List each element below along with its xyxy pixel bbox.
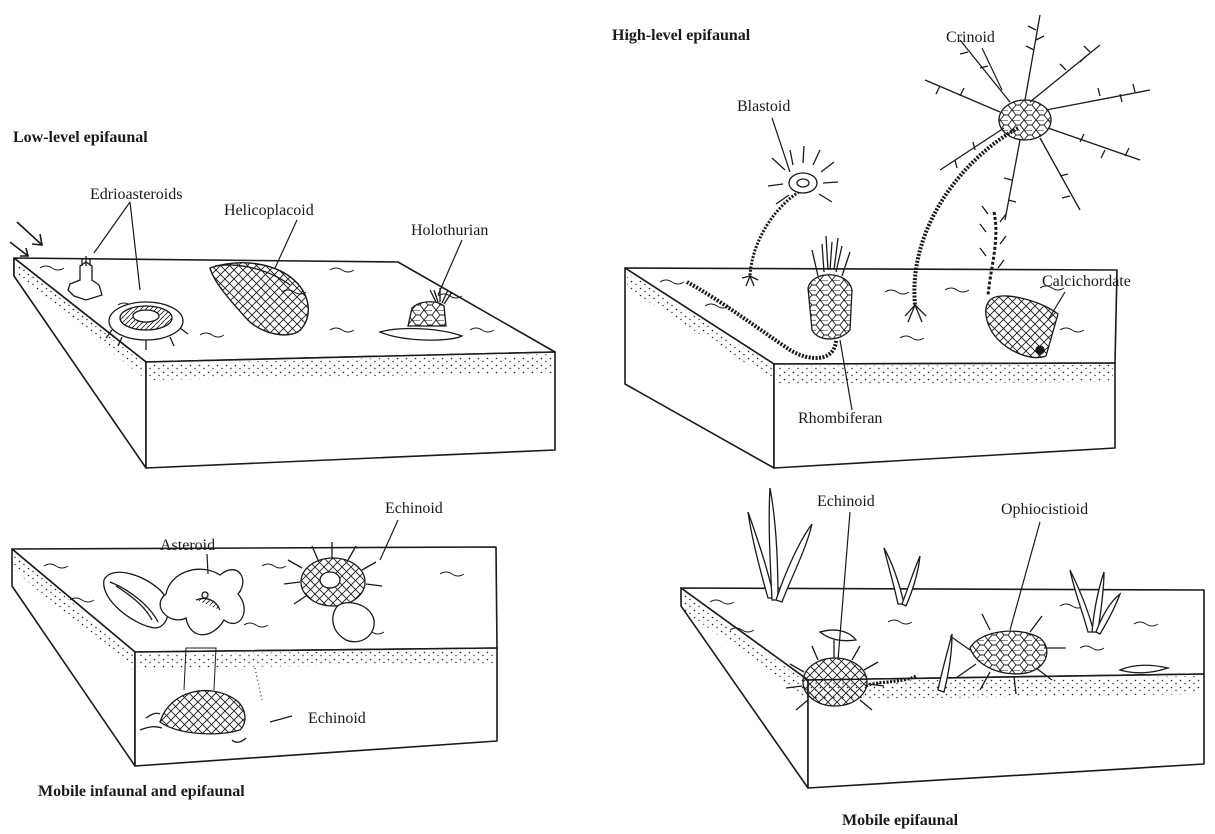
- block-mobile-infaunal: [12, 547, 497, 766]
- label-blastoid: Blastoid: [737, 98, 790, 116]
- label-asteroid: Asteroid: [160, 537, 215, 555]
- label-echinoid-top: Echinoid: [385, 500, 443, 518]
- block-high-level: [625, 268, 1117, 468]
- label-calcichordate: Calcichordate: [1042, 273, 1131, 291]
- label-helicoplacoid: Helicoplacoid: [224, 202, 314, 220]
- label-edrioasteroids: Edrioasteroids: [90, 186, 182, 204]
- panel-title-mobile-epifaunal: Mobile epifaunal: [842, 812, 958, 830]
- panel-title-low-level: Low-level epifaunal: [13, 129, 148, 147]
- panel-title-mobile-infaunal: Mobile infaunal and epifaunal: [38, 783, 245, 801]
- current-arrow-icon: [10, 222, 42, 256]
- label-rhombiferan: Rhombiferan: [798, 410, 882, 428]
- label-ophiocistioid: Ophiocistioid: [1001, 501, 1088, 519]
- label-holothurian: Holothurian: [411, 222, 488, 240]
- panel-title-high-level: High-level epifaunal: [612, 27, 750, 45]
- label-echinoid-mobile: Echinoid: [817, 493, 875, 511]
- label-echinoid-buried: Echinoid: [308, 710, 366, 728]
- label-crinoid: Crinoid: [946, 29, 995, 47]
